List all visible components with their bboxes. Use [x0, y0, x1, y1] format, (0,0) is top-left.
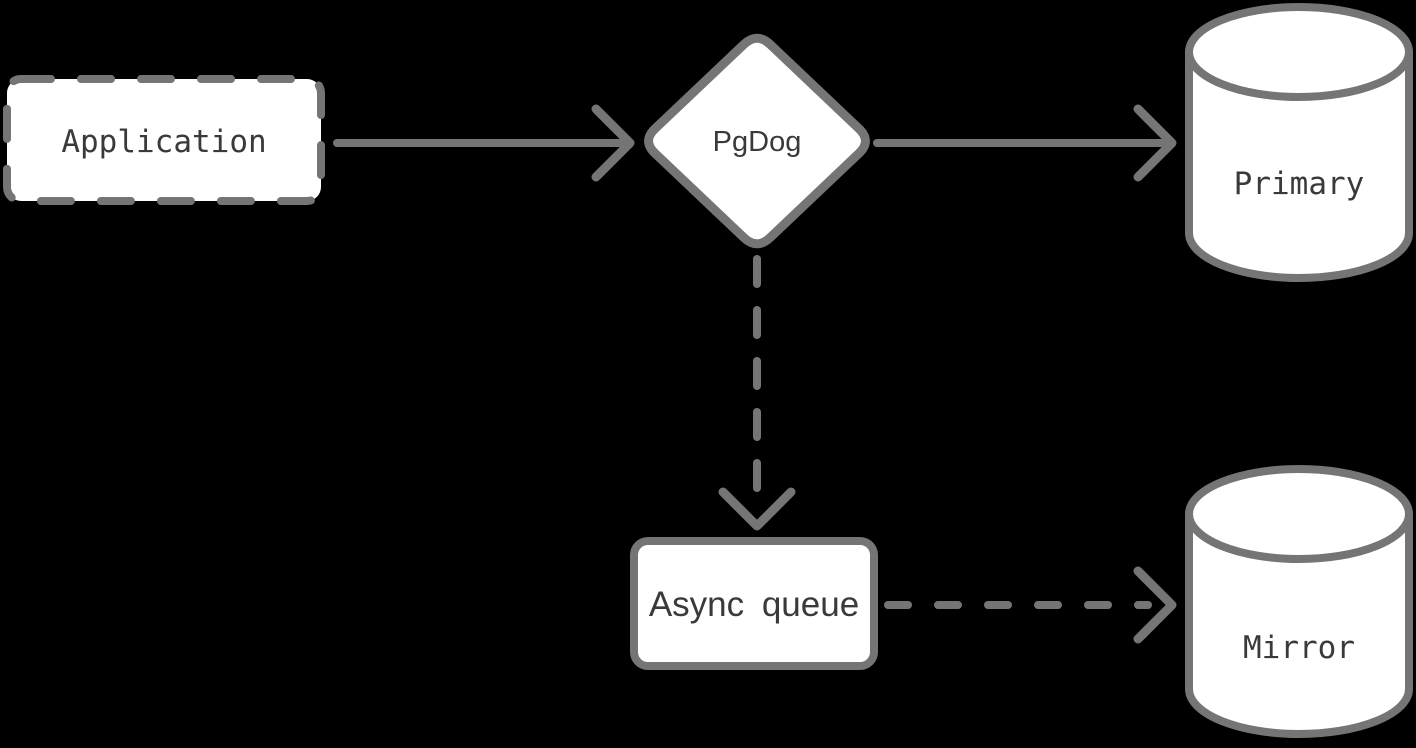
application-box — [3, 75, 325, 205]
mirror-cylinder-body — [1185, 514, 1413, 738]
arrowhead-icon — [1133, 566, 1177, 644]
node-pgdog: PgDog — [644, 33, 870, 249]
pgdog-diamond — [644, 33, 870, 249]
application-label: Application — [61, 124, 266, 160]
arrowhead-icon — [1133, 104, 1177, 182]
edge-pgdog-to-async-queue — [718, 255, 796, 531]
node-primary: Primary — [1185, 3, 1413, 282]
node-async-queue: Async queue — [630, 537, 878, 670]
arrowhead-icon — [718, 487, 796, 531]
edge-application-to-pgdog — [333, 104, 635, 182]
edge-async-queue-to-mirror — [884, 566, 1177, 644]
primary-cylinder-top — [1185, 3, 1413, 101]
async-queue-box — [630, 537, 878, 670]
async-queue-label: Async queue — [649, 585, 859, 624]
primary-label: Primary — [1234, 166, 1365, 202]
arrowhead-icon — [591, 104, 635, 182]
pgdog-label: PgDog — [713, 126, 802, 158]
node-application: Application — [3, 75, 325, 205]
edge-pgdog-to-primary — [873, 104, 1177, 182]
mirror-label: Mirror — [1243, 630, 1355, 666]
node-mirror: Mirror — [1185, 465, 1413, 738]
mirror-cylinder-top — [1185, 465, 1413, 563]
primary-cylinder-body — [1185, 52, 1413, 282]
